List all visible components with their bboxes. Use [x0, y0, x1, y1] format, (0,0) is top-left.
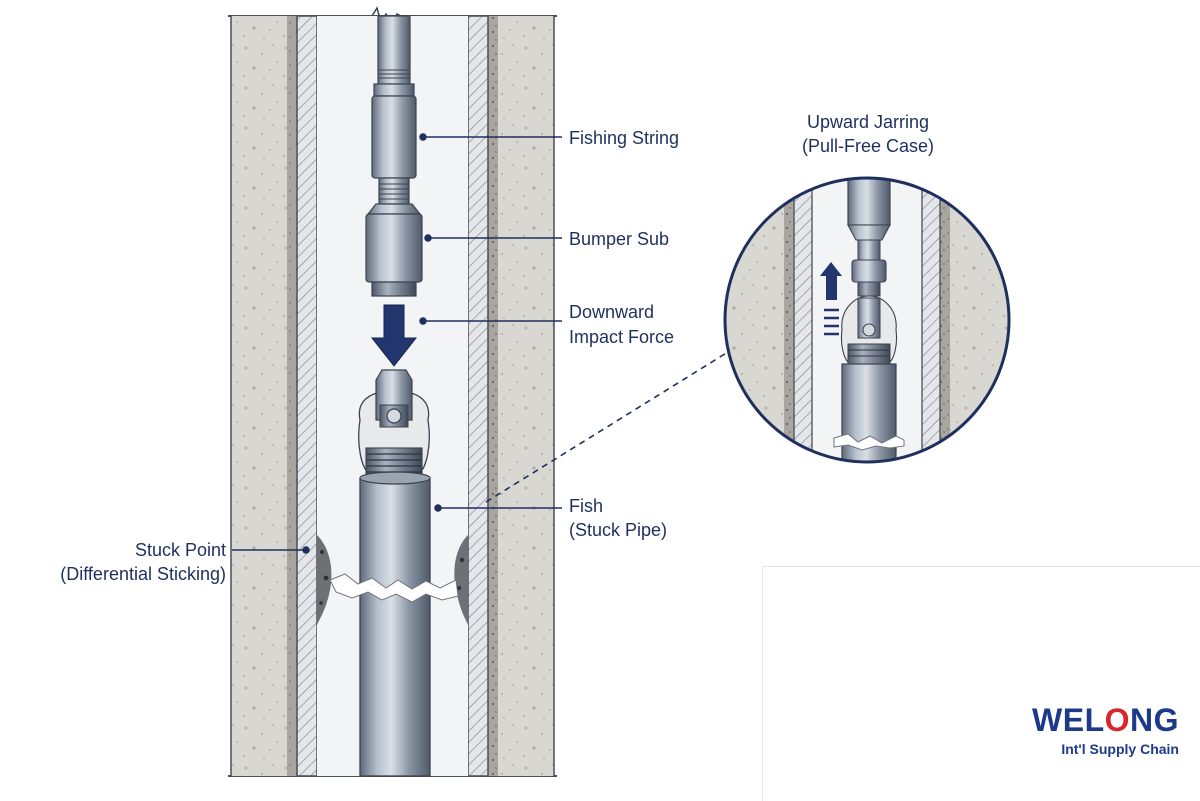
brand-name-part2: NG	[1130, 702, 1179, 738]
label-downward-line1: Downward	[569, 302, 654, 322]
motion-lines	[824, 308, 839, 336]
brand-logo-area: WELONG Int'l Supply Chain	[762, 566, 1200, 801]
inset-title-line2: (Pull-Free Case)	[802, 136, 934, 156]
overshot-tool	[358, 369, 430, 479]
fish-stuck-pipe	[329, 471, 459, 777]
casing-right	[467, 15, 489, 777]
cement-right	[493, 16, 554, 776]
label-bumper-sub: Bumper Sub	[569, 229, 669, 249]
pipe-fracture	[329, 573, 459, 603]
casing-left	[296, 15, 318, 777]
label-stuck-point-line2: (Differential Sticking)	[60, 564, 226, 584]
brand-logo: WELONG	[1032, 702, 1179, 739]
cement-left	[231, 16, 291, 776]
mud-layer-right	[488, 16, 498, 776]
label-fish-line1: Fish	[569, 496, 603, 516]
label-stuck-point-line1: Stuck Point	[135, 540, 226, 560]
callout-lines	[232, 133, 562, 554]
inset-connector	[485, 351, 729, 503]
label-fish-line2: (Stuck Pipe)	[569, 520, 667, 540]
mud-layer-left	[287, 16, 297, 776]
brand-name-part1: WEL	[1032, 702, 1105, 738]
label-downward-line2: Impact Force	[569, 327, 674, 347]
brand-tagline: Int'l Supply Chain	[1061, 741, 1179, 757]
inset-title-line1: Upward Jarring	[807, 112, 929, 132]
label-fishing-string: Fishing String	[569, 128, 679, 148]
inset-upward-jarring	[723, 176, 1011, 464]
upward-arrow	[820, 262, 842, 300]
brand-name-accent: O	[1104, 702, 1130, 738]
downward-arrow	[370, 304, 418, 367]
fishing-string	[371, 6, 417, 205]
filter-cake	[317, 535, 468, 625]
bumper-sub	[365, 203, 423, 297]
